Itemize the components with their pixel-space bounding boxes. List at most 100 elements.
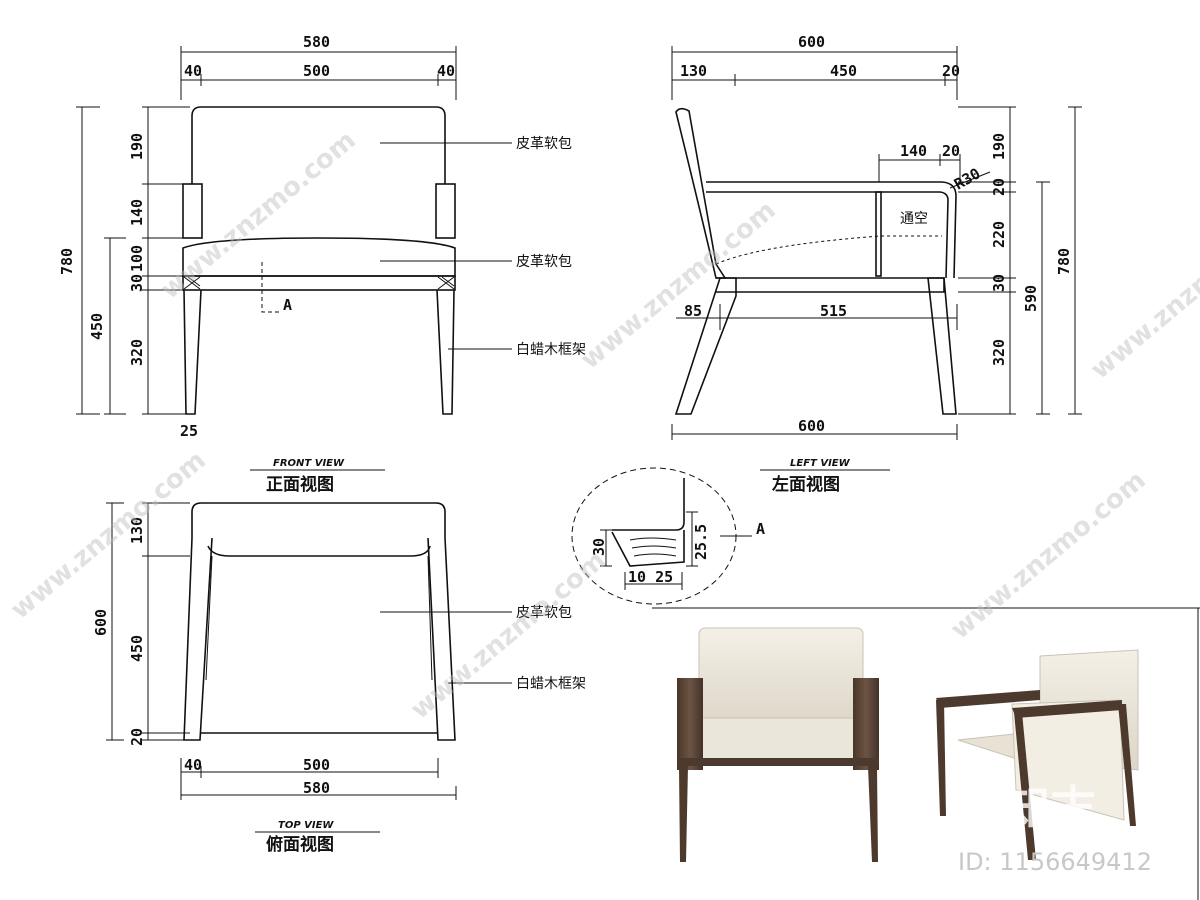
render-chair-front bbox=[677, 627, 879, 862]
top-inner-right bbox=[427, 555, 433, 681]
front-dim-vertical-lines bbox=[76, 106, 190, 415]
left-label-hollow: 通空 bbox=[900, 211, 928, 227]
watermark-text-2: www.znzmo.com bbox=[575, 195, 781, 375]
front-dim-40-left: 40 bbox=[184, 62, 202, 80]
watermark-text-4: www.znzmo.com bbox=[405, 545, 611, 725]
top-dim-580: 580 bbox=[303, 779, 330, 797]
section-marker-front: A bbox=[283, 296, 292, 314]
left-view-title-cn: 左面视图 bbox=[772, 474, 840, 495]
left-dim-320: 320 bbox=[990, 339, 1008, 366]
top-seat-front-edge bbox=[207, 545, 431, 557]
left-seat-rail bbox=[716, 277, 945, 293]
detail-dim-lines bbox=[600, 511, 752, 590]
render-panel: 知末 ID: 1156649412 bbox=[652, 607, 1200, 900]
detail-profile bbox=[611, 478, 685, 567]
front-dim-190: 190 bbox=[128, 133, 146, 160]
brand-watermark: 知末 bbox=[1004, 781, 1096, 835]
top-back bbox=[191, 502, 446, 538]
left-dim-r30: R30 bbox=[951, 164, 983, 193]
front-dim-top-580 bbox=[180, 46, 457, 100]
watermark-text-6: www.znzmo.com bbox=[1085, 205, 1200, 385]
left-dim-515: 515 bbox=[820, 302, 847, 320]
front-label-leather-seat: 皮革软包 bbox=[516, 254, 572, 270]
left-dim-590: 590 bbox=[1022, 285, 1040, 312]
left-view-title-en: LEFT VIEW bbox=[790, 458, 851, 469]
top-dim-bottom-lines bbox=[180, 758, 457, 800]
front-seat-cushion bbox=[182, 237, 456, 277]
front-view-title-en: FRONT VIEW bbox=[273, 458, 345, 469]
left-dim-600-top: 600 bbox=[798, 33, 825, 51]
left-dim-600-bottom: 600 bbox=[798, 417, 825, 435]
front-dim-780: 780 bbox=[58, 248, 76, 275]
top-dim-130: 130 bbox=[128, 517, 146, 544]
front-seat-rail bbox=[182, 275, 456, 291]
top-dim-vertical-lines bbox=[106, 502, 190, 741]
front-left-leg bbox=[183, 289, 202, 415]
left-dim-vertical-lines bbox=[958, 106, 1082, 415]
top-view-title-cn: 俯面视图 bbox=[266, 834, 334, 855]
left-dim-450: 450 bbox=[830, 62, 857, 80]
left-backrest bbox=[675, 107, 727, 279]
render-panel-border bbox=[652, 607, 1200, 900]
left-dim-85: 85 bbox=[684, 302, 702, 320]
left-dim-30-v: 30 bbox=[990, 274, 1008, 292]
left-dim-top-lines bbox=[671, 46, 958, 100]
top-inner-left bbox=[205, 555, 213, 681]
front-view-title-cn: 正面视图 bbox=[266, 474, 334, 495]
detail-dim-30: 30 bbox=[590, 538, 608, 556]
front-joint-hatch-left bbox=[183, 276, 201, 290]
left-dim-bottom-lines bbox=[671, 424, 958, 440]
left-dim-780: 780 bbox=[1055, 248, 1073, 275]
detail-dim-10-25: 10 25 bbox=[628, 568, 673, 586]
front-dim-320: 320 bbox=[128, 339, 146, 366]
top-left-arm bbox=[183, 537, 213, 741]
left-dim-20-top: 20 bbox=[942, 62, 960, 80]
detail-wood-grain bbox=[629, 537, 677, 557]
top-dim-20: 20 bbox=[128, 728, 146, 746]
front-dim-500: 500 bbox=[303, 62, 330, 80]
front-dim-30: 30 bbox=[128, 274, 146, 292]
detail-dim-25-5: 25.5 bbox=[692, 524, 710, 560]
front-dim-580: 580 bbox=[303, 33, 330, 51]
front-right-arm-post bbox=[435, 183, 456, 239]
front-joint-hatch-right bbox=[437, 276, 455, 290]
top-label-frame: 白蜡木框架 bbox=[516, 676, 586, 692]
render-chair-side bbox=[936, 649, 1139, 860]
front-leader-lines bbox=[380, 142, 512, 350]
left-rear-leg bbox=[674, 277, 737, 415]
left-cushion-dashed bbox=[715, 235, 942, 265]
front-dim-40-right: 40 bbox=[437, 62, 455, 80]
left-dim-mid-lines bbox=[676, 304, 958, 330]
left-hollow-panel bbox=[875, 191, 882, 277]
front-dim-140: 140 bbox=[128, 199, 146, 226]
top-view-title-en: TOP VIEW bbox=[278, 820, 334, 831]
top-dim-40: 40 bbox=[184, 756, 202, 774]
section-detail: 30 25.5 10 25 A bbox=[571, 467, 765, 605]
front-dim-450: 450 bbox=[88, 313, 106, 340]
left-dim-20-v: 20 bbox=[990, 178, 1008, 196]
top-label-leather: 皮革软包 bbox=[516, 605, 572, 621]
top-leader-lines bbox=[380, 611, 512, 684]
front-label-leather-back: 皮革软包 bbox=[516, 136, 572, 152]
section-marker-detail: A bbox=[756, 520, 765, 538]
watermark-text-5: www.znzmo.com bbox=[945, 465, 1151, 645]
front-label-frame: 白蜡木框架 bbox=[516, 342, 586, 358]
left-dim-140: 140 bbox=[900, 142, 927, 160]
left-dim-20-arm: 20 bbox=[942, 142, 960, 160]
top-dim-500: 500 bbox=[303, 756, 330, 774]
left-dim-190: 190 bbox=[990, 133, 1008, 160]
top-view: 130 600 450 20 40 500 580 皮革软包 白蜡木框架 TOP… bbox=[92, 502, 586, 855]
front-right-leg bbox=[436, 289, 455, 415]
left-dim-arm-lines bbox=[878, 154, 961, 182]
left-armrest bbox=[706, 181, 957, 279]
top-dim-600: 600 bbox=[92, 609, 110, 636]
left-dim-220: 220 bbox=[990, 221, 1008, 248]
id-watermark: ID: 1156649412 bbox=[958, 848, 1152, 876]
front-back-panel bbox=[191, 106, 446, 184]
front-view: A 580 40 500 40 780 450 190 140 100 30 3… bbox=[58, 33, 586, 495]
top-right-arm bbox=[427, 537, 456, 741]
section-cut-line bbox=[261, 262, 282, 313]
front-left-arm-post bbox=[182, 183, 203, 239]
front-dim-100: 100 bbox=[128, 245, 146, 272]
